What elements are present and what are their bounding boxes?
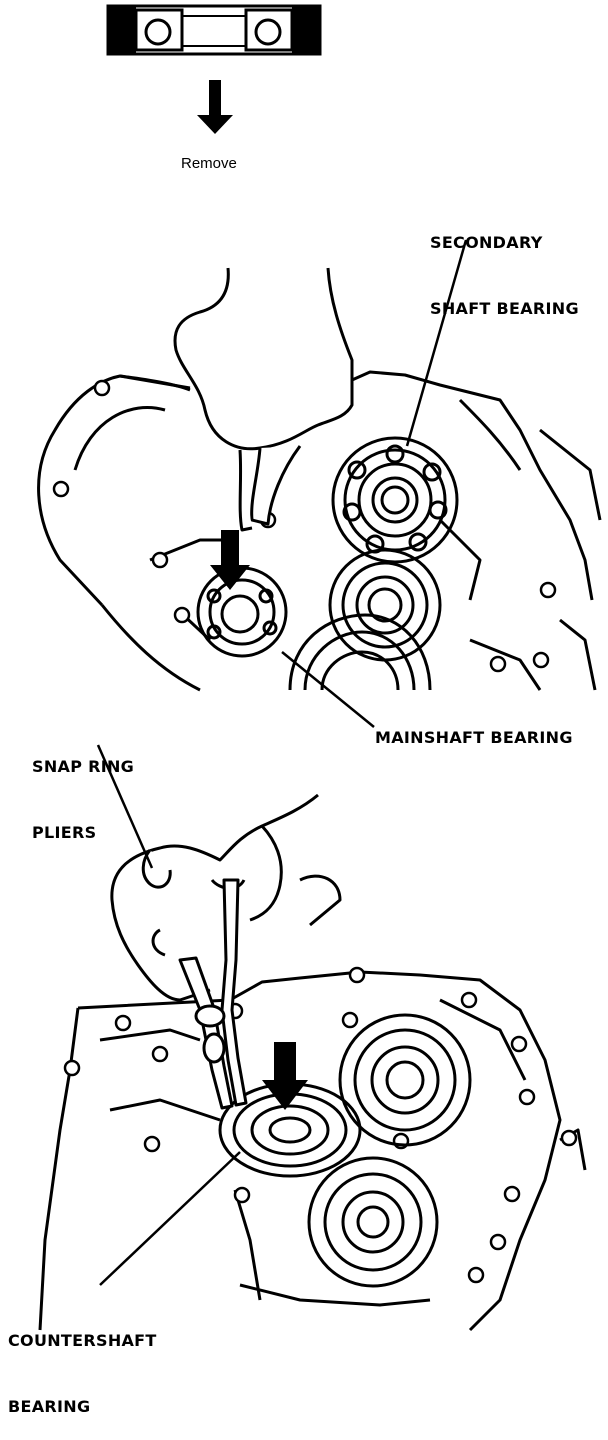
- case-bolts-lower: [63, 966, 578, 1284]
- countershaft-bearing-leader: [99, 1151, 241, 1286]
- secondary-shaft-bearing-label-line-2: SHAFT BEARING: [430, 299, 579, 318]
- secondary-shaft-bearing-label: SECONDARY SHAFT BEARING: [430, 188, 579, 342]
- countershaft-arrow: [262, 1042, 308, 1110]
- bearing-cross-section: [106, 4, 322, 56]
- mainshaft-arrow: [210, 530, 250, 590]
- hand-upper: [173, 267, 354, 532]
- right-upper-bearing-drawing: [338, 1013, 472, 1147]
- mainshaft-bearing-drawing: [196, 566, 288, 658]
- upper-leader-lines: [281, 239, 468, 728]
- secondary-shaft-bearing-label-line-1: SECONDARY: [430, 233, 543, 252]
- snap-ring-pliers-label-line-2: PLIERS: [32, 823, 97, 842]
- snap-ring-pliers-drawing: [178, 878, 248, 1110]
- transmission-illustration: [37, 4, 602, 1332]
- remove-caption: Remove: [181, 155, 237, 172]
- snap-ring-pliers-leader: [96, 744, 154, 869]
- countershaft-bearing-label-line-2: BEARING: [8, 1397, 91, 1416]
- mainshaft-bearing-leader: [281, 651, 375, 728]
- secondary-shaft-bearing-leader: [405, 239, 468, 447]
- secondary-shaft-bearing-drawing: [331, 436, 459, 564]
- lower-leader-lines: [96, 744, 241, 1286]
- second-gear-bearing-drawing: [328, 548, 442, 662]
- snap-ring-pliers-label-line-1: SNAP RING: [32, 757, 135, 776]
- countershaft-bearing-label-line-1: COUNTERSHAFT: [8, 1331, 157, 1350]
- mainshaft-bearing-label: MAINSHAFT BEARING: [375, 728, 573, 747]
- right-lower-bearing-drawing: [307, 1156, 439, 1288]
- lower-gear-drawing: [288, 613, 432, 691]
- remove-arrow: [197, 80, 233, 134]
- transmission-case-lower: [38, 970, 587, 1332]
- countershaft-bearing-label: COUNTERSHAFT BEARING: [8, 1286, 157, 1440]
- snap-ring-pliers-label: SNAP RING PLIERS: [32, 712, 134, 866]
